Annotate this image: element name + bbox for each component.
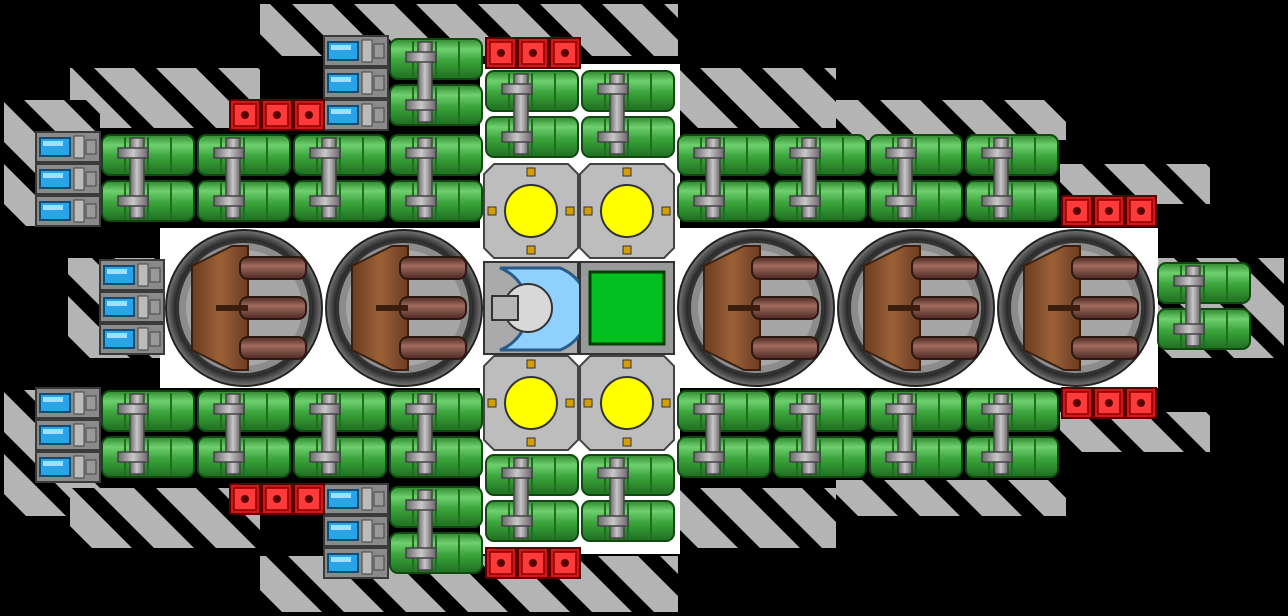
hull-top-mid	[676, 68, 836, 128]
thruster-icon	[99, 259, 165, 291]
red-armor-icon	[1061, 387, 1093, 419]
storage-module-icon	[677, 134, 771, 222]
storage-module-icon	[389, 390, 483, 478]
red-armor-icon	[293, 483, 325, 515]
red-armor-icon	[229, 483, 261, 515]
storage-module-icon	[293, 390, 387, 478]
storage-module-icon	[773, 390, 867, 478]
storage-module-icon	[197, 390, 291, 478]
turret-icon	[325, 229, 483, 387]
reactor-icon	[579, 163, 675, 259]
red-armor-icon	[485, 37, 517, 69]
red-armor-icon	[261, 99, 293, 131]
thruster-icon	[323, 547, 389, 579]
turret-icon	[165, 229, 323, 387]
core-block-icon	[579, 261, 675, 355]
red-armor-icon	[293, 99, 325, 131]
storage-module-icon	[869, 390, 963, 478]
storage-module-icon	[1157, 262, 1251, 350]
thruster-icon	[99, 323, 165, 355]
thruster-icon	[35, 451, 101, 483]
storage-module-icon	[965, 390, 1059, 478]
thruster-icon	[323, 515, 389, 547]
storage-module-icon	[101, 390, 195, 478]
red-armor-icon	[485, 547, 517, 579]
modules-layer	[35, 35, 1251, 579]
thruster-icon	[323, 67, 389, 99]
thruster-icon	[35, 131, 101, 163]
thruster-icon	[35, 419, 101, 451]
storage-module-icon	[293, 134, 387, 222]
thruster-icon	[99, 291, 165, 323]
red-armor-icon	[229, 99, 261, 131]
storage-module-icon	[581, 454, 675, 542]
red-armor-icon	[261, 483, 293, 515]
turret-icon	[837, 229, 995, 387]
hull-top-left	[70, 68, 260, 128]
red-armor-icon	[1093, 195, 1125, 227]
red-armor-icon	[1125, 195, 1157, 227]
thruster-icon	[35, 387, 101, 419]
red-armor-icon	[517, 547, 549, 579]
storage-module-icon	[389, 134, 483, 222]
hull-bottom-left	[70, 488, 260, 548]
reactor-icon	[579, 355, 675, 451]
storage-module-icon	[389, 38, 483, 126]
storage-module-icon	[101, 134, 195, 222]
hull-bottom-right	[836, 480, 1066, 516]
reactor-icon	[483, 355, 579, 451]
cockpit-icon	[483, 261, 590, 355]
red-armor-icon	[549, 37, 581, 69]
storage-module-icon	[677, 390, 771, 478]
turret-icon	[997, 229, 1155, 387]
thruster-icon	[323, 35, 389, 67]
thruster-icon	[35, 163, 101, 195]
hull-top-right	[836, 100, 1066, 140]
storage-module-icon	[485, 454, 579, 542]
reactor-icon	[483, 163, 579, 259]
turret-icon	[677, 229, 835, 387]
storage-module-icon	[869, 134, 963, 222]
storage-module-icon	[197, 134, 291, 222]
storage-module-icon	[581, 70, 675, 158]
thruster-icon	[323, 99, 389, 131]
storage-module-icon	[485, 70, 579, 158]
thruster-icon	[35, 195, 101, 227]
storage-module-icon	[773, 134, 867, 222]
thruster-icon	[323, 483, 389, 515]
storage-module-icon	[965, 134, 1059, 222]
red-armor-icon	[1125, 387, 1157, 419]
red-armor-icon	[549, 547, 581, 579]
red-armor-icon	[517, 37, 549, 69]
red-armor-icon	[1093, 387, 1125, 419]
red-armor-icon	[1061, 195, 1093, 227]
hull-bottom-mid	[676, 488, 836, 548]
storage-module-icon	[389, 486, 483, 574]
